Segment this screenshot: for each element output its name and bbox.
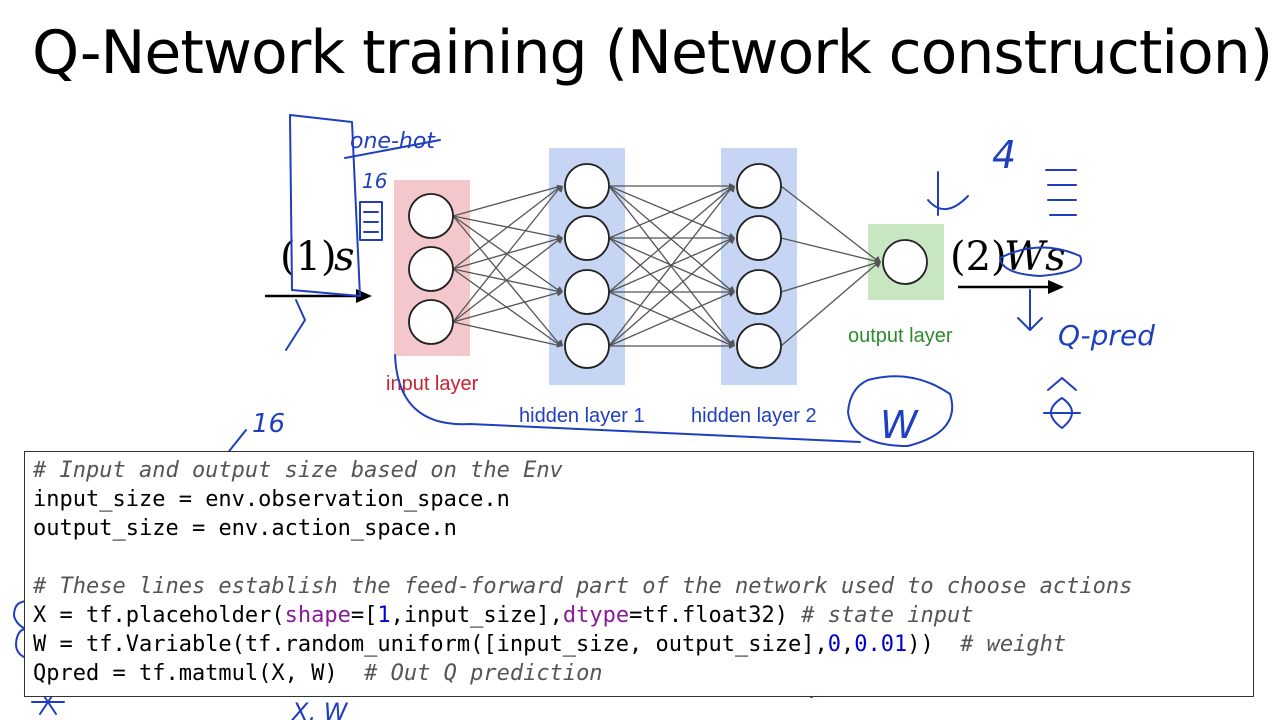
code-qpred-comment: # Out Q prediction <box>364 661 603 686</box>
ink-w-circle <box>847 375 954 447</box>
ink-ws-circle <box>999 246 1083 277</box>
hidden2-node-1 <box>736 163 782 209</box>
input-var-label: s <box>334 234 355 280</box>
code-block: # Input and output size based on the Env… <box>24 451 1254 697</box>
input-node-1 <box>408 193 454 239</box>
code-x-comment: # state input <box>801 603 974 628</box>
code-w-b: , <box>840 632 855 657</box>
code-line-input-a: input_size = <box>33 487 206 512</box>
ink-bracket-left <box>289 114 361 297</box>
code-w-num1: 0 <box>827 632 841 657</box>
ink-sixteen-top: 16 <box>362 169 387 193</box>
code-line-input-b: env.observation_space.n <box>205 487 510 512</box>
connection-0-2-3 <box>452 321 562 347</box>
hidden2-node-3 <box>736 269 782 315</box>
hidden1-node-3 <box>564 269 610 315</box>
ink-stack-mark <box>1045 169 1077 216</box>
input-step-label: (1) <box>280 234 337 280</box>
output-arrow-head <box>1048 280 1064 294</box>
connection-2-2-0 <box>780 261 880 293</box>
connection-2-3-0 <box>780 261 880 347</box>
code-x-kw-dtype: dtype <box>562 603 630 628</box>
connection-1-3-1 <box>608 237 734 347</box>
hidden-layer-1-label: hidden layer 1 <box>519 405 645 427</box>
slide-title: Q-Network training (Network construction… <box>32 18 1273 88</box>
connection-head-2-3-0 <box>874 262 881 269</box>
code-comment-env: # Input and output size based on the Env <box>33 458 563 483</box>
connection-2-0-0 <box>780 185 880 263</box>
ink-w-circled: W <box>880 403 919 447</box>
ink-x-w: X, W <box>290 698 349 720</box>
connection-head-0-2-1 <box>556 238 563 245</box>
code-w-a: W = tf.Variable(tf.random_uniform([input… <box>33 632 828 657</box>
output-node-1 <box>882 239 928 285</box>
connection-head-1-3-1 <box>728 238 735 245</box>
ink-list-icon <box>359 201 383 241</box>
connection-1-2-0 <box>608 185 734 293</box>
ink-four-top: 4 <box>992 133 1016 177</box>
input-node-2 <box>408 246 454 292</box>
code-qpred-a: Qpred = tf.matmul(X, W) <box>33 661 365 686</box>
connection-0-2-1 <box>452 237 562 323</box>
code-comment-feedforward: # These lines establish the feed-forward… <box>33 574 1133 599</box>
connection-head-0-2-2 <box>556 290 563 297</box>
connection-0-0-0 <box>452 185 562 217</box>
ink-arrow-down <box>1017 289 1043 331</box>
code-x-b: =[ <box>350 603 378 628</box>
connection-2-1-0 <box>780 237 880 263</box>
input-layer-label: input layer <box>386 373 479 395</box>
connection-1-3-0 <box>608 185 734 347</box>
ink-tick-input <box>285 299 306 351</box>
hidden1-node-2 <box>564 215 610 261</box>
output-step-label: (2) <box>950 234 1007 280</box>
hidden1-node-4 <box>564 323 610 369</box>
connection-0-2-2 <box>452 291 562 323</box>
code-text: # Input and output size based on the Env… <box>25 452 1253 688</box>
ink-q-pred: Q-pred <box>1058 319 1155 352</box>
connection-0-1-0 <box>452 185 562 270</box>
code-x-num1: 1 <box>377 603 391 628</box>
input-node-3 <box>408 299 454 345</box>
ink-sixteen-code1: 16 <box>252 409 285 439</box>
ink-one-hot-underline <box>344 139 441 159</box>
connection-1-1-0 <box>608 185 734 239</box>
connection-head-1-3-0 <box>728 186 735 193</box>
code-w-comment: # weight <box>960 632 1067 657</box>
code-x-d: =tf.float32) <box>629 603 802 628</box>
output-layer-label: output layer <box>848 325 953 347</box>
ink-bottom-bracket <box>394 354 861 443</box>
code-w-num2: 0.01 <box>854 632 908 657</box>
network-connections <box>452 183 881 349</box>
code-x-a: X = tf.placeholder( <box>33 603 285 628</box>
hidden1-node-1 <box>564 163 610 209</box>
ink-down-mark <box>927 171 969 216</box>
connection-head-0-2-0 <box>556 186 563 193</box>
code-w-c: )) <box>907 632 961 657</box>
hidden-layer-2-label: hidden layer 2 <box>691 405 817 427</box>
code-line-output-a: output_size = <box>33 516 219 541</box>
connection-head-1-3-3 <box>729 343 735 349</box>
hidden2-node-2 <box>736 215 782 261</box>
ink-theta-hat <box>1043 377 1081 429</box>
hidden2-node-4 <box>736 323 782 369</box>
connection-head-0-2-3 <box>556 341 563 348</box>
network-nodes <box>408 163 928 369</box>
connection-head-1-3-2 <box>728 291 735 298</box>
code-x-kw-shape: shape <box>284 603 351 628</box>
code-line-output-b: env.action_space.n <box>218 516 457 541</box>
ink-one-hot: one-hot <box>350 129 436 154</box>
connection-0-2-0 <box>452 185 562 323</box>
code-x-c: ,input_size], <box>390 603 563 628</box>
connection-1-3-2 <box>608 291 734 347</box>
